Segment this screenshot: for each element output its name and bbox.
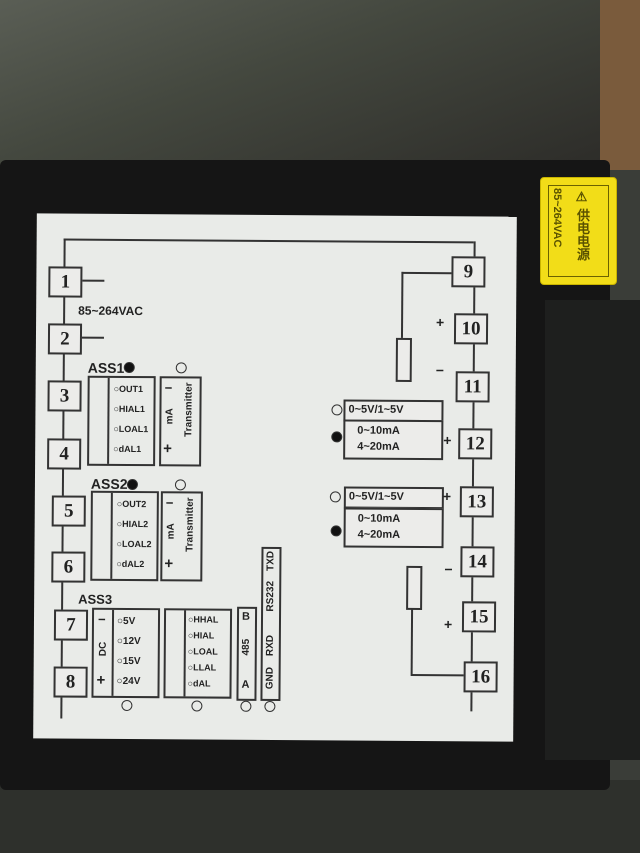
warning-voltage: 85~264VAC (551, 188, 563, 248)
rs485-box: B 485 A (236, 606, 258, 701)
ass2-transmitter-box: − mA + Transmitter (160, 491, 203, 582)
input2-current-dot (330, 525, 342, 537)
ass1-title: ASS1 (87, 359, 125, 376)
ass1-jumper-hole (175, 362, 187, 374)
terminal-11: 11 (455, 371, 490, 403)
ass1-jumper-dot (123, 361, 135, 374)
ass1-transmitter-box: − mA + Transmitter (159, 376, 202, 467)
ass2-title: ASS2 (90, 475, 128, 492)
input1-current-dot (331, 431, 343, 443)
ass3-alarm-hole (191, 700, 203, 712)
ass3-dc-hole (121, 699, 133, 712)
ass3-dc-box: − DC + ○5V ○12V ○15V ○24V (91, 607, 161, 699)
background-wall (0, 0, 640, 170)
rs232-hole (264, 700, 276, 713)
ass2-jumper-dot (126, 478, 138, 491)
terminal-10: 10 (453, 313, 489, 345)
input2-current-box: 0~10mA 4~20mA (343, 507, 444, 549)
ass2-relay-box: ○OUT2 ○HIAL2 ○LOAL2 ○dAL2 (90, 490, 159, 582)
thermocouple-1-resistor (395, 337, 412, 382)
ass2-jumper-hole (174, 479, 186, 491)
terminal-9: 9 (451, 256, 486, 288)
terminal-block (545, 300, 640, 760)
input2-voltage-box: 0~5V/1~5V (343, 486, 444, 510)
thermocouple-2-resistor (406, 565, 423, 611)
power-voltage-label: 85~264VAC (78, 303, 144, 319)
background-floor (0, 780, 640, 853)
ass3-alarm-box: ○HHAL ○HIAL ○LOAL ○LLAL ○dAL (163, 608, 233, 699)
terminal-12: 12 (458, 428, 493, 460)
input2-voltage-hole (329, 491, 341, 503)
terminal-2: 2 (47, 323, 83, 355)
ass1-relay-box: ○OUT1 ○HIAL1 ○LOAL1 ○dAL1 (87, 375, 156, 467)
rs485-hole (240, 700, 252, 712)
rs232-box: TXD RS232 RXD GND (260, 546, 282, 702)
warning-text: ⚠ 供电电源 (575, 190, 590, 261)
terminal-7: 7 (53, 609, 89, 641)
terminal-5: 5 (51, 495, 86, 527)
warning-sticker: 85~264VAC ⚠ 供电电源 (540, 177, 617, 285)
terminal-8: 8 (53, 666, 88, 698)
terminal-6: 6 (51, 551, 86, 583)
wiring-diagram-label: 1 2 85~264VAC ASS1 3 4 ○OUT1 ○HIAL1 ○LOA… (33, 213, 517, 742)
background-box (600, 0, 640, 170)
input1-current-box: 0~10mA 4~20mA (343, 419, 444, 461)
ass3-title: ASS3 (78, 591, 113, 607)
terminal-15: 15 (461, 601, 497, 633)
terminal-1: 1 (48, 266, 83, 298)
input1-voltage-hole (331, 404, 343, 416)
terminal-16: 16 (463, 661, 498, 693)
terminal-3: 3 (47, 380, 82, 412)
terminal-14: 14 (460, 546, 495, 578)
terminal-13: 13 (459, 486, 494, 518)
terminal-4: 4 (47, 438, 82, 470)
